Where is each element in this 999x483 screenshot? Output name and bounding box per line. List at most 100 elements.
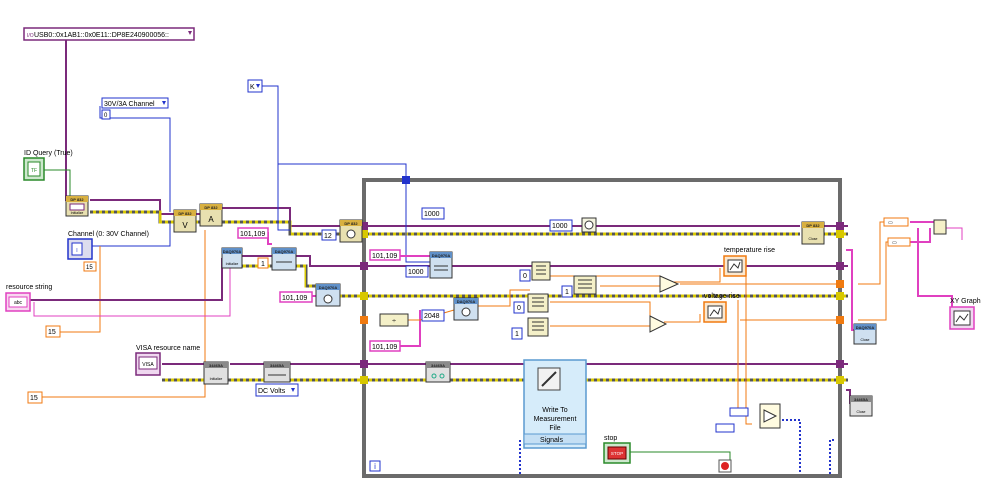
chevron-down-icon[interactable]: [256, 84, 260, 88]
dbl-wire-xy2[interactable]: [858, 241, 888, 321]
loop-tunnel[interactable]: [360, 292, 368, 300]
build-array-xy[interactable]: [933, 219, 947, 235]
voltage-rise-indicator[interactable]: [703, 301, 727, 323]
loop-tunnel[interactable]: [360, 230, 368, 238]
resource-string-control[interactable]: abc: [5, 292, 31, 312]
constant-0-a[interactable]: 0: [519, 269, 531, 282]
units-enum[interactable]: K: [247, 79, 263, 93]
string-wire-rs[interactable]: [33, 258, 231, 317]
constant-2048[interactable]: 2048: [421, 309, 445, 322]
loop-tunnel[interactable]: [836, 222, 844, 230]
channel-index-box[interactable]: [83, 261, 97, 272]
loop-tunnel[interactable]: [836, 292, 844, 300]
bundle-xy-a[interactable]: ▭: [883, 217, 909, 227]
greater-than-node-volt[interactable]: [649, 315, 668, 333]
loop-tunnel[interactable]: [836, 376, 844, 384]
int-wire-channel-sel[interactable]: [99, 106, 171, 212]
constant-1[interactable]: 1: [257, 257, 269, 269]
error-wire-dp[interactable]: [90, 210, 174, 224]
while-loop[interactable]: i: [360, 176, 844, 478]
daq970a-initialize-node[interactable]: DAQ970A Initialize: [221, 247, 243, 269]
dmm-close-node[interactable]: 34465A Close: [849, 395, 873, 417]
dp832-output-node[interactable]: DP 832 A: [199, 203, 223, 227]
constant-15-a[interactable]: 15: [45, 325, 61, 338]
string-wire-xy4[interactable]: [917, 228, 953, 310]
dmm-configure-node[interactable]: 34465A: [263, 361, 291, 383]
dmm-initialize-node[interactable]: 34465A Initialize: [203, 361, 229, 385]
dbl-wire-xy[interactable]: [858, 221, 884, 285]
visa-resource-constant[interactable]: I/O USB0::0x1AB1::0x0E11::DP8E240900056:…: [23, 27, 195, 41]
write-file-signals-terminal[interactable]: Signals: [540, 437, 563, 444]
constant-1000-timer[interactable]: 1000: [549, 219, 573, 232]
string-wire-right2[interactable]: [846, 389, 851, 404]
dbl-wire-vertical2[interactable]: [745, 270, 752, 425]
constant-101-109-d[interactable]: 101,109: [369, 340, 401, 352]
index-array-node-a[interactable]: [531, 261, 551, 281]
id-query-control[interactable]: TF: [23, 157, 45, 181]
dbl-wire-vertical[interactable]: [737, 300, 744, 411]
string-wire-xy3[interactable]: [946, 227, 963, 240]
loop-tunnel[interactable]: [360, 262, 368, 270]
channel-control[interactable]: I: [67, 238, 93, 260]
temperature-rise-indicator[interactable]: [723, 255, 747, 277]
chevron-down-icon[interactable]: [291, 388, 295, 392]
dbl-wire-15a[interactable]: [60, 246, 101, 333]
loop-shift-register[interactable]: [836, 316, 844, 324]
dp832-initialize-node[interactable]: DP 832 Initialize: [65, 195, 89, 217]
dp832-close-node[interactable]: DP 832 Close: [801, 221, 825, 245]
loop-shift-register[interactable]: [360, 316, 368, 324]
dp832-measure-node[interactable]: DP 832: [339, 219, 363, 243]
loop-tunnel-top[interactable]: [402, 176, 410, 184]
loop-tunnel[interactable]: [360, 360, 368, 368]
bool-wire-stop3[interactable]: [630, 451, 731, 466]
xy-graph-indicator[interactable]: [949, 306, 975, 330]
bundle-node-b[interactable]: [715, 423, 735, 433]
int-wire-k-units[interactable]: [262, 85, 290, 231]
loop-tunnel[interactable]: [360, 222, 368, 230]
bool-wire-id-query[interactable]: [44, 169, 71, 200]
dc-volts-ring[interactable]: DC Volts: [255, 383, 299, 397]
visa-wire-daq[interactable]: [28, 258, 223, 301]
string-wire-d[interactable]: [400, 310, 421, 347]
divide-node-loop[interactable]: ÷: [379, 313, 409, 327]
constant-15-b[interactable]: 15: [27, 391, 43, 404]
while-loop-border[interactable]: [362, 178, 842, 478]
visa-resource-name-control[interactable]: VISA: [135, 352, 161, 376]
constant-1000-a[interactable]: 1000: [421, 207, 445, 220]
visa-wire-daq3[interactable]: [296, 255, 848, 267]
dmm-read-node[interactable]: 34465A: [425, 361, 451, 383]
loop-tunnel[interactable]: [836, 360, 844, 368]
dbl-wire-volt-out[interactable]: [664, 314, 701, 323]
loop-iteration-terminal[interactable]: [369, 460, 381, 472]
loop-tunnel[interactable]: [836, 262, 844, 270]
chevron-down-icon[interactable]: [188, 31, 192, 35]
daq970a-close-node[interactable]: DAQ970A Close: [853, 323, 877, 345]
constant-0-b[interactable]: 0: [513, 301, 525, 314]
constant-12[interactable]: 12: [321, 229, 337, 241]
dbl-wire-volt2[interactable]: [550, 301, 651, 318]
daq970a-fetch-node[interactable]: DAQ970A: [453, 297, 479, 321]
string-wire-right[interactable]: [846, 249, 858, 331]
int-wire-channel[interactable]: [92, 222, 171, 247]
daq970a-read-node[interactable]: DAQ970A: [429, 251, 453, 279]
constant-101-109-c[interactable]: 101,109: [369, 249, 401, 261]
daq970a-scan-node[interactable]: DAQ970A: [315, 283, 341, 307]
dbl-wire-daq-loop2[interactable]: [478, 289, 530, 307]
daq970a-configure-node[interactable]: DAQ970A: [271, 247, 297, 271]
loop-shift-register[interactable]: [836, 280, 844, 288]
loop-tunnel[interactable]: [836, 230, 844, 238]
error-wire-daq2[interactable]: [296, 264, 316, 288]
string-wire-xy2[interactable]: [910, 228, 931, 243]
visa-wire-resource[interactable]: [65, 40, 68, 201]
stop-button[interactable]: STOP: [603, 442, 631, 464]
int-wire-k-loop2[interactable]: [405, 180, 430, 263]
int-wire-k-loop[interactable]: [278, 163, 407, 180]
bundle-node-a[interactable]: [729, 407, 749, 417]
index-array-node-b[interactable]: [573, 275, 597, 295]
dp832-configure-node[interactable]: DP 832 V: [173, 209, 197, 233]
bundle-xy-b[interactable]: ▭: [887, 237, 911, 247]
greater-than-node-temp[interactable]: [659, 275, 680, 293]
constant-101-109-b[interactable]: 101,109: [279, 291, 313, 303]
wait-ms-node[interactable]: [581, 217, 597, 233]
